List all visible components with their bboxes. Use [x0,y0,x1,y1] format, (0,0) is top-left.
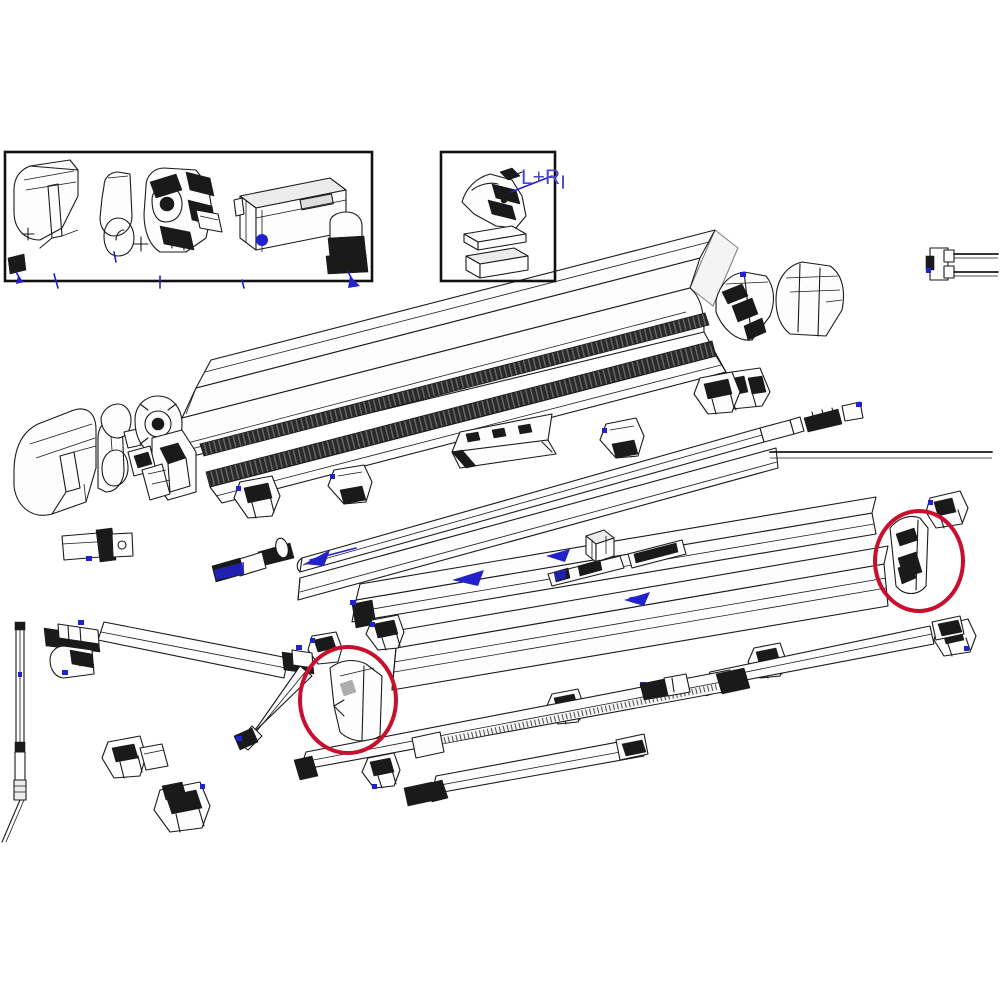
articulated-support-arm-right [293,615,965,781]
right-end-cap-outer [775,261,845,337]
inset-bracket-shim [463,225,527,251]
housing-clip-d [693,371,741,415]
lead-bar-clip-e [361,752,401,789]
inset-bracket-spacer [465,247,529,279]
highlight-circle-left-endcap [298,645,398,755]
lead-rail-profile [297,447,779,601]
inset-end-cap-cover [13,159,79,249]
wall-mount-bracket [925,247,999,281]
inset-motor-bracket-cover [99,171,135,263]
left-end-cap-outer [13,408,97,516]
assembly-arrows [452,549,650,606]
inset-blue-ticks [53,273,245,289]
housing-clip-c [599,417,645,459]
plus-marker-1 [21,227,35,241]
roller-end-adapter [769,451,993,459]
roof-mount-foot-4 [153,781,211,833]
right-end-cap-inner [715,271,775,341]
drive-gear-assembly [100,395,197,501]
rail-insert-strip [547,539,687,587]
housing-clip-b [327,464,373,505]
inset-mounting-bracket [461,167,527,229]
bracket-kit-inset: L+R [439,150,564,283]
plus-marker-2 [133,236,149,252]
roof-mount-foot-3 [101,735,169,779]
fabric-roller-tube [211,401,864,583]
tension-rafter-tube [403,733,649,807]
fastener-clip [61,527,134,563]
inset-control-box [233,177,347,252]
lead-bar-clip-a [307,631,343,665]
highlight-circle-right-endcap [873,509,965,613]
motor-and-control-kit-inset [3,150,374,289]
articulated-support-arm-left [43,620,315,751]
spacer-cube [585,529,615,563]
awning-housing-cassette [167,229,739,504]
inset-lr-label: L+R [521,166,560,189]
crank-handle-rod [1,621,27,843]
inset-gear-motor-unit [143,167,223,253]
inset-connector-plug [325,211,369,288]
housing-clip-a [233,475,281,519]
inset-small-clip [7,253,27,284]
roller-rail-strip [451,413,557,469]
lead-bar-clip-b [365,614,405,651]
